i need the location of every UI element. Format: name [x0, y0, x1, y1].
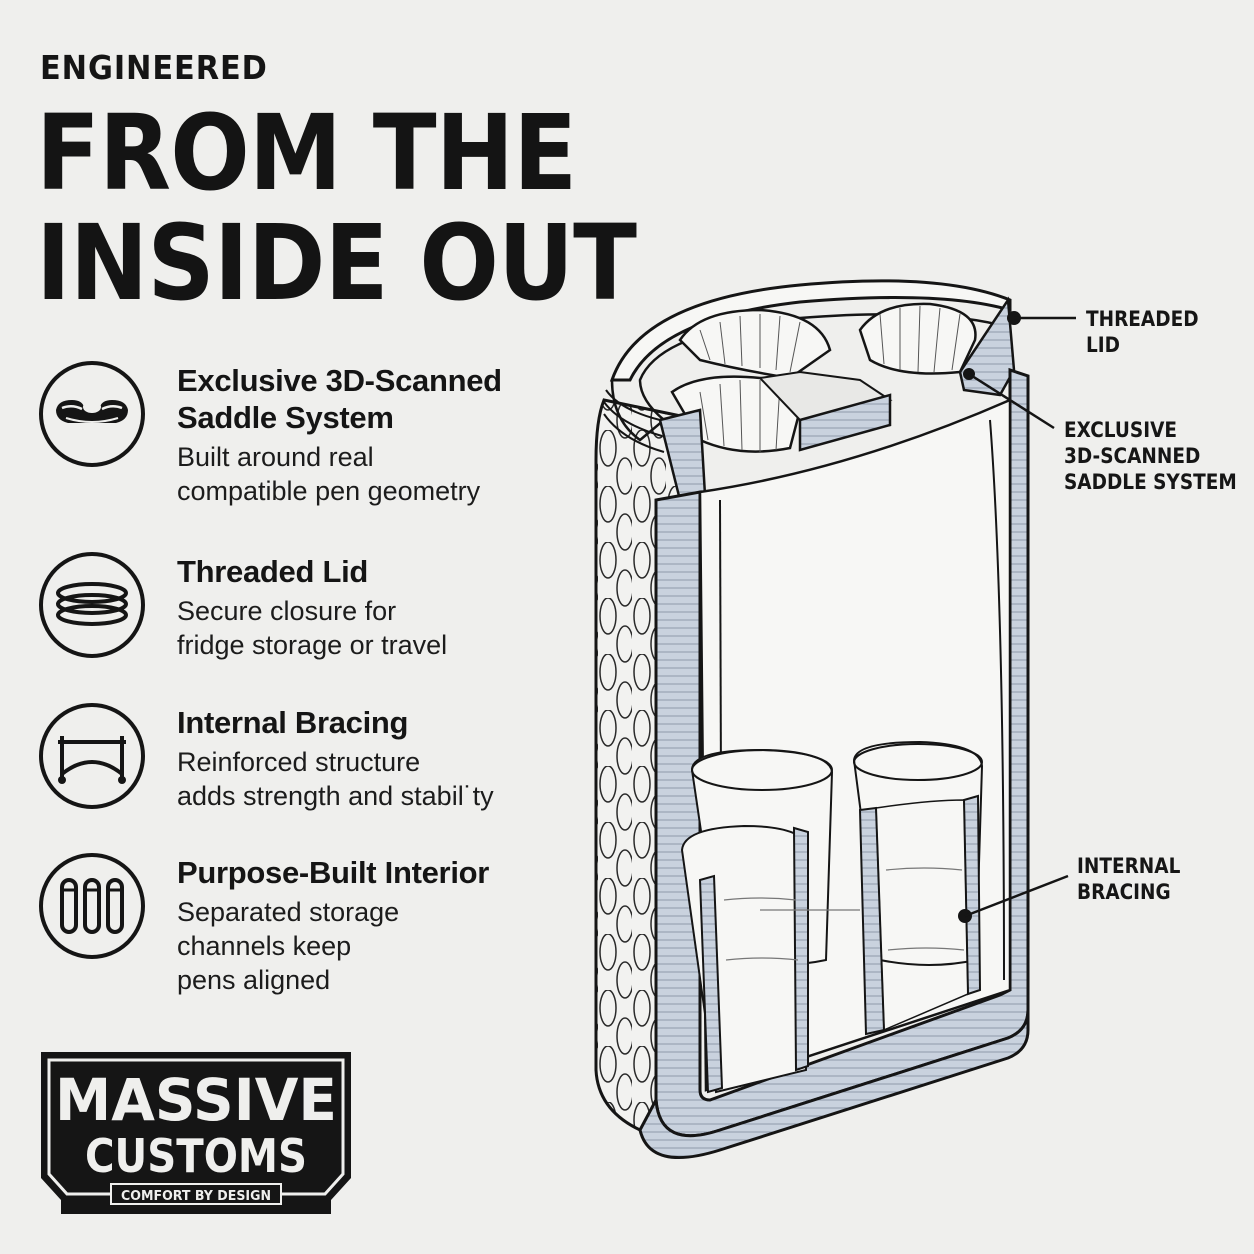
feature-title: Exclusive 3D-Scanned	[177, 363, 502, 398]
feature-description: Secure closure for	[177, 596, 397, 626]
feature-title: Threaded Lid	[177, 554, 369, 589]
feature-description: Reinforced structure	[177, 747, 421, 777]
callout-line: EXCLUSIVE	[1064, 418, 1178, 442]
logo-line-1: MASSIVE	[55, 1066, 337, 1134]
headline: FROM THE INSIDE OUT	[36, 92, 637, 324]
inner-cavity	[698, 398, 1012, 1092]
feature-description: fridge storage or travel	[177, 630, 448, 660]
headline-line-2: INSIDE OUT	[36, 202, 637, 324]
feature-title: Internal Bracing	[177, 705, 409, 740]
pens-icon	[39, 853, 145, 959]
feature-description: channels keep	[177, 931, 352, 961]
callout-internal-bracing: INTERNAL BRACING	[1077, 853, 1180, 905]
callout-line: BRACING	[1077, 880, 1171, 904]
callout-line: INTERNAL	[1077, 854, 1181, 878]
feature-description: pens aligned	[177, 965, 331, 995]
callout-saddle-system: EXCLUSIVE 3D-SCANNED SADDLE SYSTEM	[1064, 417, 1237, 495]
feature-description: Built around real	[177, 442, 374, 472]
feature-title: Saddle System	[177, 400, 394, 435]
bracing-icon	[39, 703, 145, 809]
callout-line: SADDLE SYSTEM	[1064, 470, 1237, 494]
headline-line-1: FROM THE	[36, 92, 577, 214]
callout-line: THREADED	[1086, 307, 1199, 331]
logo-tagline: COMFORT BY DESIGN	[121, 1189, 271, 1204]
dimpled-shell	[594, 398, 702, 1132]
callout-threaded-lid: THREADED LID	[1086, 306, 1199, 358]
callout-line: LID	[1086, 333, 1121, 357]
feature-description: adds strength and stabil˙ty	[177, 781, 494, 811]
feature-description: Separated storage	[177, 897, 400, 927]
lid-rim	[609, 279, 1012, 382]
brand-logo: MASSIVE CUSTOMS COMFORT BY DESIGN	[41, 1052, 351, 1214]
eyebrow-label: ENGINEERED	[40, 48, 268, 87]
logo-line-2: CUSTOMS	[85, 1129, 307, 1183]
saddle-icon	[39, 361, 145, 467]
feature-title: Purpose-Built Interior	[177, 855, 490, 890]
callout-line: 3D-SCANNED	[1064, 444, 1201, 468]
threaded-rings-icon	[39, 552, 145, 658]
body-section-wall	[654, 367, 1030, 1138]
feature-description: compatible pen geometry	[177, 476, 481, 506]
